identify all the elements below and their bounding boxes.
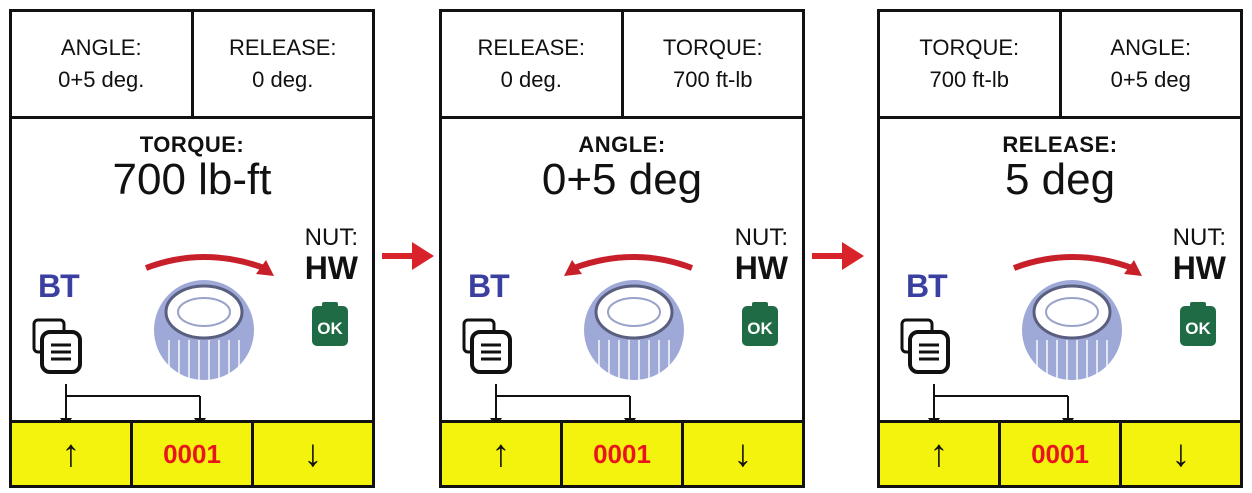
top-left-reading: TORQUE: 700 ft-lb [880,12,1059,116]
screen-angle: RELEASE: 0 deg. TORQUE: 700 ft-lb ANGLE:… [439,9,805,488]
bottom-controls: ↑ 0001 ↓ [442,420,802,485]
counter-display[interactable]: 0001 [998,423,1119,485]
top-left-reading: RELEASE: 0 deg. [442,12,621,116]
top-readings: ANGLE: 0+5 deg. RELEASE: 0 deg. [12,12,372,119]
bluetooth-label: BT [468,268,510,304]
document-list-icon[interactable] [32,318,84,376]
down-button[interactable]: ↓ [681,423,802,485]
nut-value: HW [1172,250,1226,286]
top-left-value: 700 ft-lb [929,67,1010,92]
nut-graphic [144,254,274,380]
top-right-label: TORQUE: [662,35,763,60]
rotation-arrow-icon [572,254,694,271]
main-reading-label: TORQUE: [139,132,245,157]
ok-text: OK [747,319,773,338]
rotation-arrow-head [256,260,274,276]
battery-ok-icon: OK [742,302,778,346]
top-readings: RELEASE: 0 deg. TORQUE: 700 ft-lb [442,12,802,119]
nut-label: NUT: [304,224,358,251]
ok-text: OK [317,319,343,338]
main-reading-value: 700 lb-ft [112,155,272,204]
nut-label: NUT: [734,224,788,251]
top-readings: TORQUE: 700 ft-lb ANGLE: 0+5 deg [880,12,1240,119]
rotation-arrow-head [1124,260,1142,276]
rotation-arrow-head [564,260,582,276]
battery-ok-icon: OK [312,302,348,346]
top-left-label: ANGLE: [60,35,142,60]
nut-graphic [1012,254,1142,380]
up-button[interactable]: ↑ [929,432,949,475]
flow-arrow-icon [382,242,434,270]
main-reading-label: ANGLE: [578,132,666,157]
bottom-controls: ↑ 0001 ↓ [12,420,372,485]
top-left-value: 0+5 deg. [58,67,145,92]
main-reading-value: 5 deg [1004,155,1116,204]
top-right-label: ANGLE: [1110,35,1192,60]
main-reading-value: 0+5 deg [541,155,703,204]
top-left-label: RELEASE: [477,35,586,60]
top-right-reading: RELEASE: 0 deg. [190,12,373,116]
bluetooth-label: BT [906,268,948,304]
up-button[interactable]: ↑ [491,432,511,475]
battery-ok-icon: OK [1180,302,1216,346]
top-left-label: TORQUE: [919,35,1020,60]
top-left-value: 0 deg. [500,67,562,92]
nut-value: HW [734,250,788,286]
bottom-controls: ↑ 0001 ↓ [880,420,1240,485]
document-list-icon[interactable] [900,318,952,376]
top-right-value: 700 ft-lb [673,67,753,92]
nut-label: NUT: [1172,224,1226,251]
flow-arrow-icon [812,242,864,270]
nut-graphic [564,254,694,380]
counter-display[interactable]: 0001 [130,423,251,485]
top-right-reading: ANGLE: 0+5 deg [1058,12,1241,116]
top-right-value: 0 deg. [252,67,314,92]
rotation-arrow-icon [1012,254,1134,271]
nut-value: HW [304,250,358,286]
screen-torque: ANGLE: 0+5 deg. RELEASE: 0 deg. TORQUE: … [9,9,375,488]
down-button[interactable]: ↓ [1119,423,1240,485]
down-button[interactable]: ↓ [251,423,372,485]
up-button[interactable]: ↑ [61,432,81,475]
counter-display[interactable]: 0001 [560,423,681,485]
document-list-icon[interactable] [462,318,514,376]
ok-text: OK [1185,319,1211,338]
screen-release: TORQUE: 700 ft-lb ANGLE: 0+5 deg RELEASE… [877,9,1243,488]
top-left-reading: ANGLE: 0+5 deg. [12,12,191,116]
rotation-arrow-icon [144,254,266,271]
bluetooth-label: BT [38,268,80,304]
top-right-label: RELEASE: [228,35,337,60]
main-reading-label: RELEASE: [1002,132,1118,157]
top-right-value: 0+5 deg [1110,67,1191,92]
top-right-reading: TORQUE: 700 ft-lb [620,12,803,116]
